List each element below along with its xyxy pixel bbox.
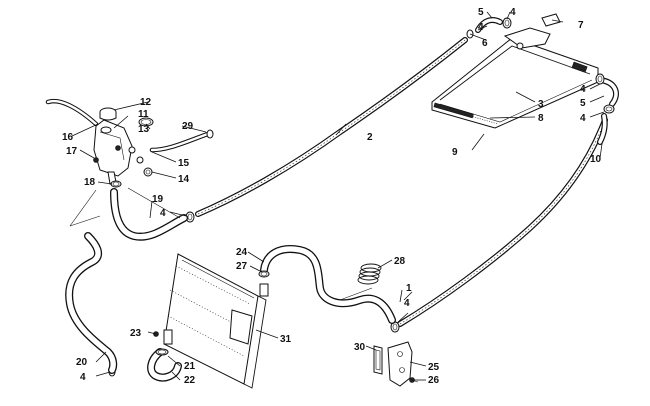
hose-5-upper bbox=[475, 17, 503, 33]
callout-labels: 1 2 3 4 5 6 7 8 9 10 11 12 13 14 15 16 1… bbox=[62, 7, 602, 386]
callout-8: 8 bbox=[538, 113, 544, 124]
callout-5-right: 5 bbox=[580, 98, 586, 109]
callout-28: 28 bbox=[394, 256, 406, 267]
callout-9: 9 bbox=[452, 147, 458, 158]
callout-31: 31 bbox=[280, 334, 292, 345]
callout-17: 17 bbox=[66, 146, 78, 157]
hose-19 bbox=[110, 188, 188, 241]
callout-30: 30 bbox=[354, 342, 366, 353]
elbow-hose-22 bbox=[147, 348, 182, 382]
callout-4-bottom: 4 bbox=[80, 372, 86, 383]
radiator-31 bbox=[163, 253, 269, 389]
callout-21: 21 bbox=[184, 361, 196, 372]
callout-23: 23 bbox=[130, 328, 142, 339]
clamp-4-c bbox=[603, 104, 615, 114]
callout-4-left: 4 bbox=[160, 208, 166, 219]
clamp-4-a bbox=[502, 17, 512, 29]
coolant-bottle-11 bbox=[45, 98, 154, 185]
callout-18: 18 bbox=[84, 177, 96, 188]
leader-lines bbox=[71, 11, 605, 381]
callout-20: 20 bbox=[76, 357, 88, 368]
plate-30 bbox=[373, 345, 383, 375]
callout-7: 7 bbox=[578, 20, 584, 31]
callout-26: 26 bbox=[428, 375, 440, 386]
callout-13: 13 bbox=[138, 124, 150, 135]
callout-15: 15 bbox=[178, 158, 190, 169]
callout-4-lower: 4 bbox=[404, 298, 410, 309]
clamp-21 bbox=[155, 348, 169, 356]
callout-19: 19 bbox=[152, 194, 164, 205]
callout-4-upper-right: 4 bbox=[510, 7, 516, 18]
callout-4-upper: 4 bbox=[478, 22, 484, 33]
hose-15 bbox=[149, 129, 214, 153]
clamp-27 bbox=[258, 270, 270, 278]
callout-4-right-b: 4 bbox=[580, 113, 586, 124]
clamp-4-b bbox=[595, 73, 605, 85]
callout-1: 1 bbox=[406, 283, 412, 294]
callout-2: 2 bbox=[367, 132, 373, 143]
callout-27: 27 bbox=[236, 261, 248, 272]
callout-29: 29 bbox=[182, 121, 194, 132]
callout-5-upper: 5 bbox=[478, 7, 484, 18]
hose-1 bbox=[397, 117, 608, 327]
callout-25: 25 bbox=[428, 362, 440, 373]
hose-20 bbox=[65, 232, 118, 374]
callout-14: 14 bbox=[178, 174, 190, 185]
callout-12: 12 bbox=[140, 97, 152, 108]
bracket-25 bbox=[387, 341, 413, 387]
callout-4-right-a: 4 bbox=[580, 84, 586, 95]
heat-exchanger-3 bbox=[431, 13, 599, 129]
callout-6: 6 bbox=[482, 38, 488, 49]
callout-22: 22 bbox=[184, 375, 196, 386]
callout-3: 3 bbox=[538, 99, 544, 110]
callout-16: 16 bbox=[62, 132, 74, 143]
clamp-14 bbox=[143, 167, 153, 177]
hose-2 bbox=[195, 37, 468, 217]
callout-24: 24 bbox=[236, 247, 248, 258]
screw-26 bbox=[409, 377, 419, 383]
spring-28 bbox=[357, 263, 382, 285]
clamp-18 bbox=[110, 180, 122, 188]
callout-11: 11 bbox=[138, 109, 149, 120]
hose-10 bbox=[597, 113, 608, 145]
callout-10: 10 bbox=[590, 154, 602, 165]
hose-24 bbox=[260, 245, 396, 324]
